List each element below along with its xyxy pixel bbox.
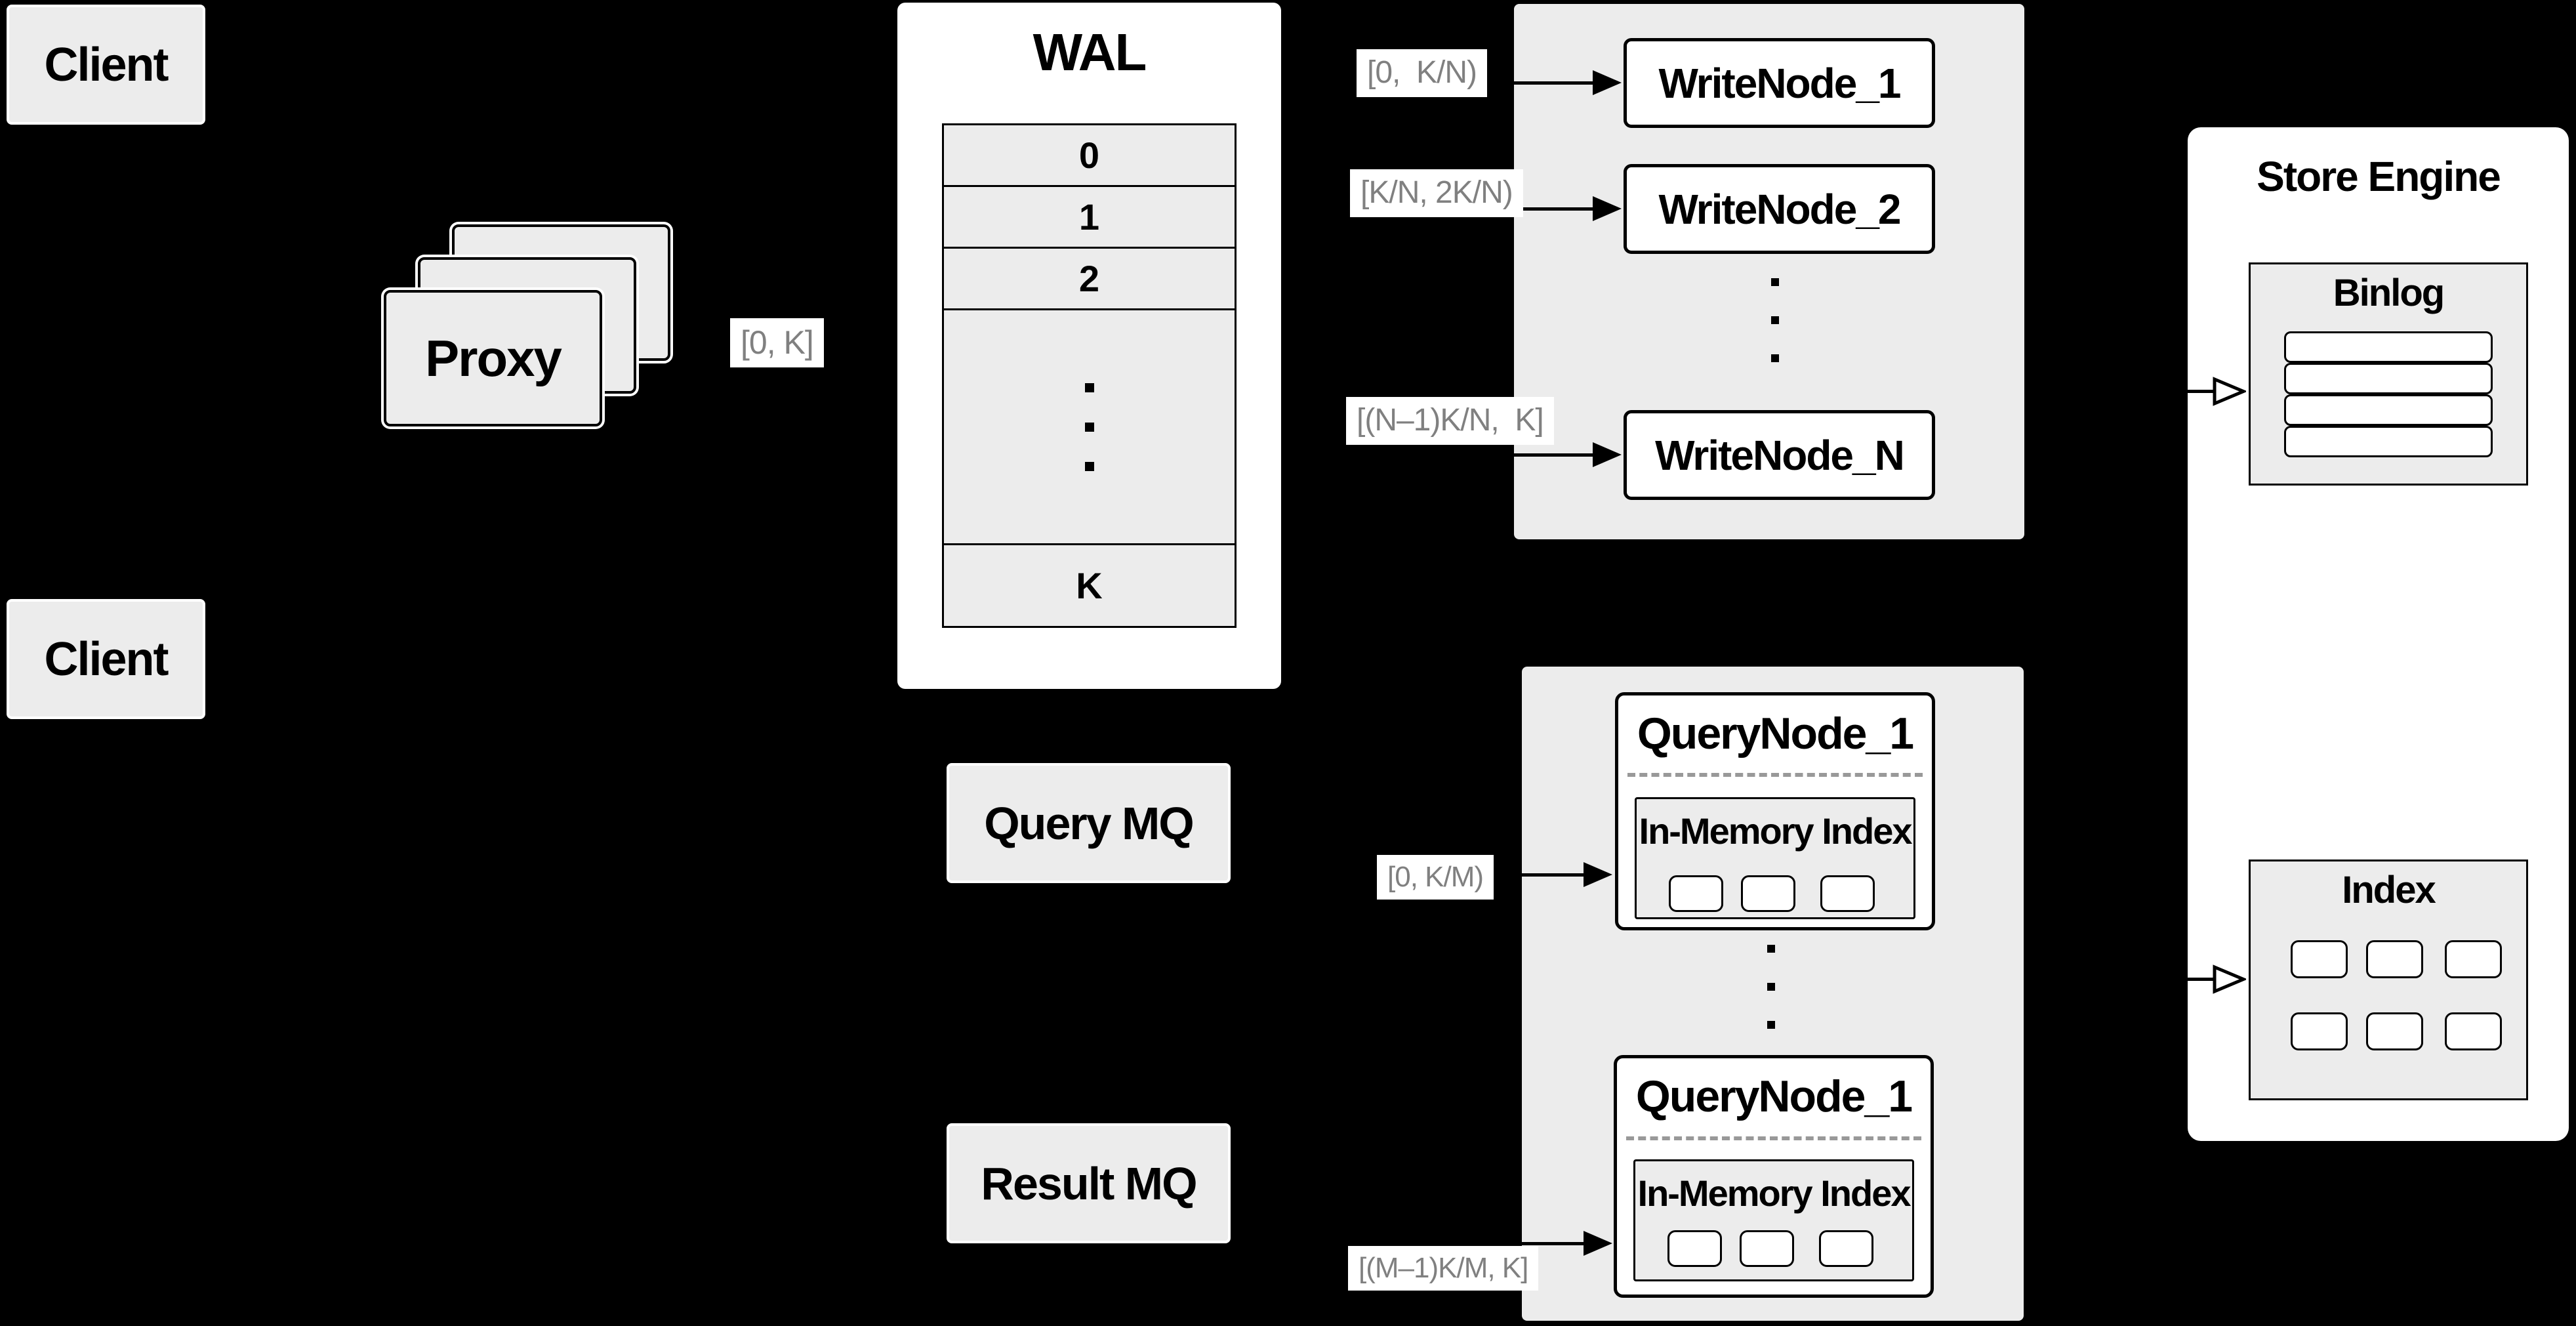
client-bottom-label: Client [44,632,169,686]
index-segment-cell [2366,940,2423,978]
wal-row-2: 2 [944,249,1235,310]
arrowhead-icon-query-m [1584,1231,1612,1256]
memory-segment-cell [1819,1230,1873,1267]
arrowhead-icon-write-2 [1593,196,1622,221]
binlog-title: Binlog [2333,272,2445,314]
query-node-top-title: QueryNode_1 [1637,709,1914,758]
wal-row-0: 0 [944,125,1235,187]
result-mq-label: Result MQ [981,1157,1197,1209]
range-label-write-n: [(N–1)K/N, K] [1346,397,1554,445]
memory-segment-cell [1820,875,1875,912]
client-box-top: Client [7,5,205,125]
write-node-1-label: WriteNode_1 [1658,59,1901,107]
store-engine-panel: Store Engine Binlog Index [2188,127,2569,1141]
index-box: Index [2249,860,2528,1100]
query-node-ellipsis-icon [1767,945,1775,1029]
client-top-label: Client [44,38,169,91]
write-node-2-label: WriteNode_2 [1658,185,1901,233]
index-segment-cell [2291,940,2348,978]
memory-segment-cell [1667,1230,1722,1267]
binlog-segment-row [2284,394,2493,426]
in-memory-index-title: In-Memory Index [1637,1172,1912,1214]
proxy-card-front: Proxy [384,290,602,426]
range-label-query-1: [0, K/M) [1377,855,1494,900]
wal-row-1: 1 [944,187,1235,249]
query-mq-box: Query MQ [947,763,1231,883]
arrow-line-write-n [1514,453,1595,457]
dashed-divider [1627,773,1923,777]
index-segment-cell [2366,1012,2423,1050]
range-label-query-m: [(M–1)K/M, K] [1348,1246,1539,1291]
query-node-bottom-box: QueryNode_1 In-Memory Index [1614,1055,1934,1298]
proxy-label: Proxy [425,329,562,387]
query-node-top-box: QueryNode_1 In-Memory Index [1615,692,1935,930]
store-engine-title: Store Engine [2257,153,2501,200]
wal-title: WAL [1032,23,1147,81]
arrowhead-icon-write-1 [1593,70,1622,95]
index-segment-cell [2445,940,2502,978]
index-title: Index [2342,869,2436,911]
wal-segment-table: 0 1 2 K [942,123,1237,628]
wal-panel: WAL 0 1 2 K [897,3,1281,689]
write-node-n-box: WriteNode_N [1624,410,1935,500]
binlog-segment-row [2284,331,2493,363]
write-node-1-box: WriteNode_1 [1624,38,1935,128]
memory-segment-cell [1741,875,1795,912]
wal-row-k: K [1076,565,1103,606]
in-memory-index-box-top: In-Memory Index [1635,797,1915,919]
range-label-write-1: [0, K/N) [1357,49,1488,97]
memory-segment-cell [1740,1230,1794,1267]
arrowhead-icon-query-1 [1584,862,1612,887]
binlog-box: Binlog [2249,262,2528,486]
result-mq-box: Result MQ [947,1123,1231,1243]
arrow-line-query-1 [1522,873,1585,877]
wal-row-ellipsis [944,310,1235,545]
write-node-n-label: WriteNode_N [1655,431,1905,479]
range-label-write-2: [K/N, 2K/N) [1350,169,1523,217]
range-label-proxy-out: [0, K] [730,318,824,367]
arrow-line-write-1 [1514,81,1595,85]
query-mq-label: Query MQ [984,797,1195,849]
binlog-segment-row [2284,426,2493,457]
query-node-bottom-title: QueryNode_1 [1635,1071,1913,1121]
dashed-divider [1626,1136,1921,1140]
hollow-arrowhead-icon-index [2213,964,2246,994]
in-memory-index-title: In-Memory Index [1639,810,1913,852]
arrow-line-binlog [2152,390,2214,393]
binlog-segment-row [2284,363,2493,394]
ellipsis-dots-icon [1084,383,1094,471]
arrow-line-query-m [1522,1242,1585,1245]
hollow-arrowhead-icon-binlog [2213,377,2246,406]
index-segment-cell [2445,1012,2502,1050]
in-memory-index-box-bottom: In-Memory Index [1633,1159,1914,1281]
write-node-2-box: WriteNode_2 [1624,164,1935,254]
arrow-line-index [2152,978,2214,981]
index-segment-cell [2291,1012,2348,1050]
arrowhead-icon-write-n [1593,442,1622,467]
arrow-line-write-2 [1514,207,1595,211]
client-box-bottom: Client [7,599,205,719]
write-node-ellipsis-icon [1771,278,1779,362]
memory-segment-cell [1669,875,1723,912]
